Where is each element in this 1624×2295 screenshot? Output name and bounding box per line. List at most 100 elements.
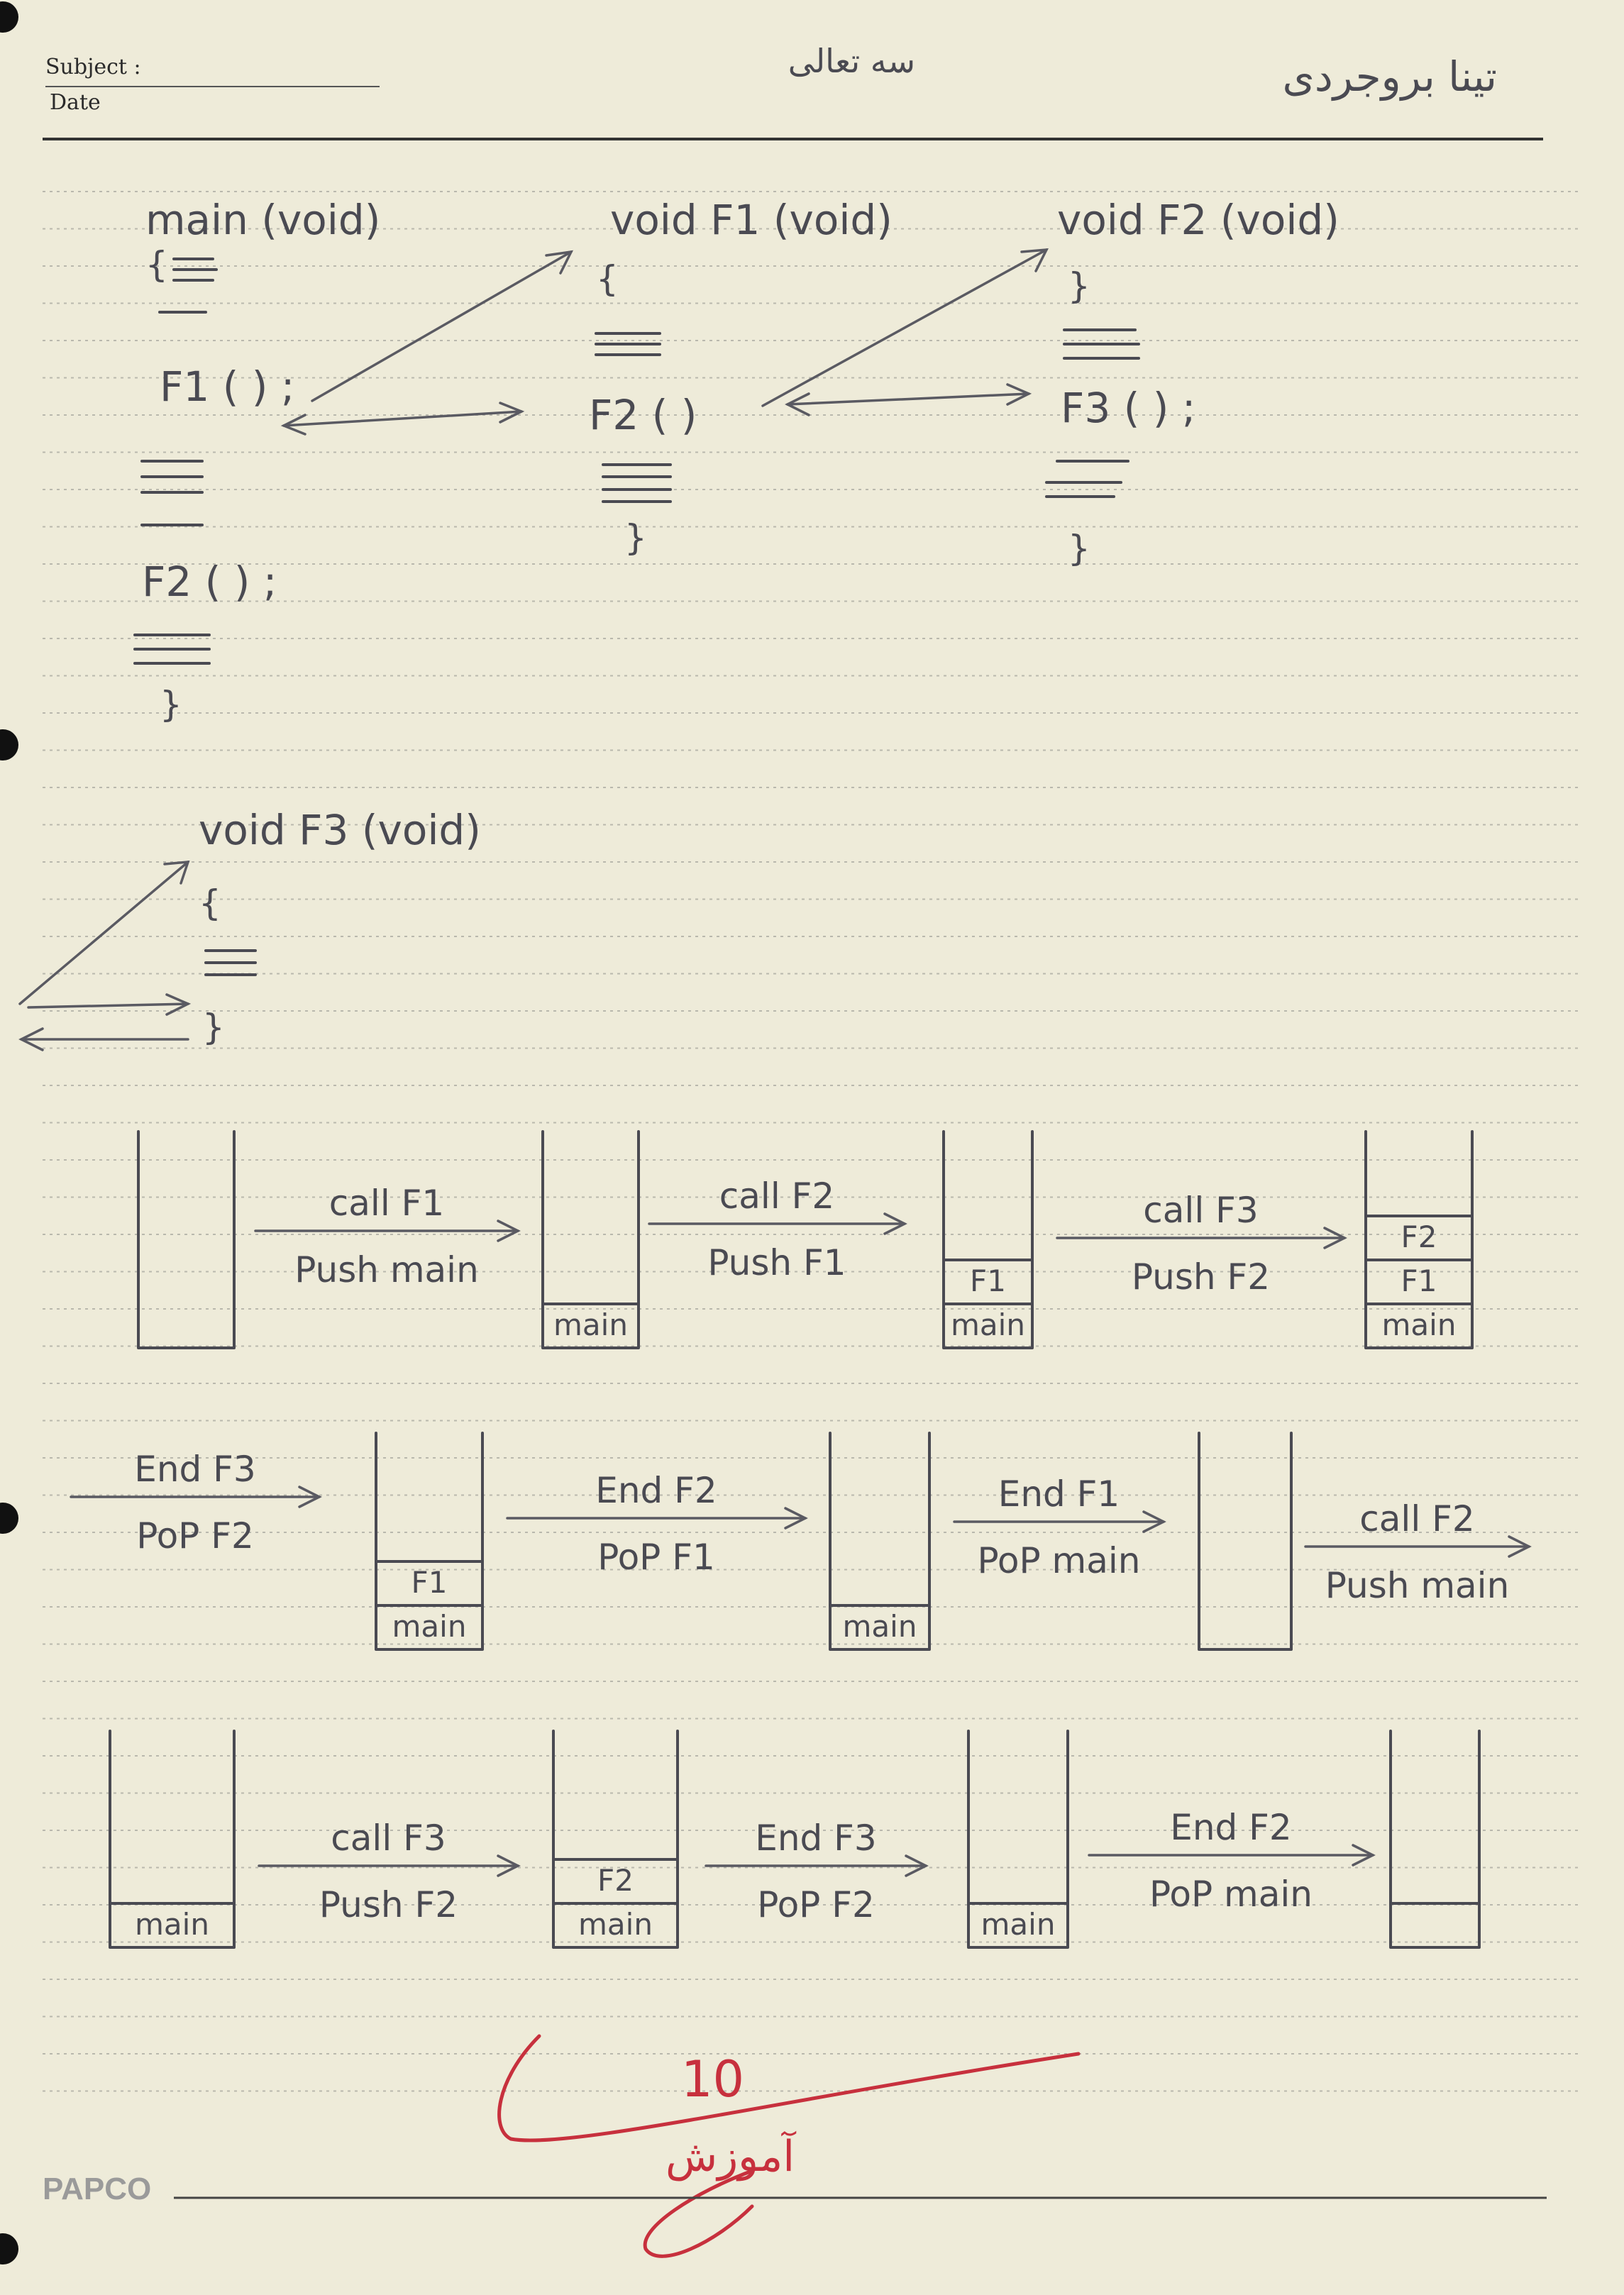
stack-container: F1 main bbox=[942, 1130, 1034, 1349]
step-arrowhead bbox=[497, 1220, 521, 1242]
return-arrow-f1-to-main bbox=[280, 402, 525, 436]
main-body-lines-3 bbox=[133, 634, 211, 665]
f2-signature: void F2 (void) bbox=[1057, 196, 1339, 244]
grade-stroke bbox=[497, 2034, 1081, 2142]
date-label: Date bbox=[50, 90, 101, 115]
stack-frame-label: F1 bbox=[411, 1565, 448, 1600]
call-arrow-f2-to-f3 bbox=[18, 861, 190, 1005]
stack-outline bbox=[942, 1130, 1034, 1349]
code-sketch: main (void) { F1 ( ) ; F2 ( ) ; } void F… bbox=[18, 196, 1339, 1051]
stack-container: main bbox=[109, 1730, 236, 1949]
stack-frame-label: main bbox=[392, 1609, 467, 1644]
binder-holes bbox=[0, 1, 18, 2264]
signature-stroke bbox=[643, 2169, 754, 2258]
stack-frame-label: main bbox=[981, 1907, 1056, 1942]
stack-outline bbox=[1364, 1130, 1474, 1349]
step-action-label: End F3 bbox=[755, 1818, 876, 1859]
grading-mark: 10 آموزش bbox=[497, 2034, 1081, 2258]
main-body-lines-2 bbox=[140, 460, 204, 526]
step-arrowhead bbox=[1508, 1535, 1532, 1558]
f1-signature: void F1 (void) bbox=[610, 196, 893, 244]
student-name: تینا بروجردی bbox=[1283, 52, 1498, 101]
stack-outline bbox=[137, 1130, 236, 1349]
stack-outline bbox=[552, 1730, 679, 1949]
score-value: 10 bbox=[681, 2050, 744, 2108]
ruled-lines bbox=[43, 191, 1582, 2092]
step-arrowhead bbox=[497, 1854, 521, 1877]
f2-body-lines-2 bbox=[1045, 460, 1129, 498]
signature-text: آموزش bbox=[665, 2130, 796, 2181]
stack-container: main bbox=[541, 1130, 640, 1349]
step-arrowhead bbox=[1142, 1510, 1166, 1533]
stack-outline bbox=[541, 1130, 640, 1349]
stack-frame-label: main bbox=[951, 1307, 1025, 1342]
step-stack-operation: Push main bbox=[294, 1249, 479, 1290]
stack-step: End F3 PoP F2 bbox=[70, 1449, 322, 1556]
f1-open-brace: { bbox=[596, 258, 619, 299]
step-action-label: End F1 bbox=[998, 1473, 1120, 1515]
stack-step: call F3 Push F2 bbox=[1056, 1190, 1347, 1298]
stack-frame-label: F1 bbox=[1401, 1263, 1437, 1298]
stack-frame-label: F2 bbox=[1401, 1220, 1437, 1254]
f2-open-brace: } bbox=[1068, 265, 1090, 306]
step-arrowhead bbox=[905, 1854, 929, 1877]
stack-frame-label: main bbox=[578, 1907, 653, 1942]
stack-container: F2 main bbox=[552, 1730, 679, 1949]
step-arrowhead bbox=[784, 1507, 808, 1530]
f1-call-f2: F2 ( ) bbox=[589, 391, 697, 439]
step-action-label: End F2 bbox=[595, 1470, 717, 1511]
step-arrowhead bbox=[1323, 1227, 1347, 1249]
main-call-f1: F1 ( ) ; bbox=[160, 363, 294, 411]
step-stack-operation: Push F2 bbox=[1132, 1256, 1270, 1298]
f1-body-lines-2 bbox=[602, 463, 672, 503]
f1-close-brace: } bbox=[624, 517, 647, 558]
stack-container: main bbox=[967, 1730, 1069, 1949]
f3-open-brace: { bbox=[199, 883, 221, 924]
step-stack-operation: PoP F1 bbox=[597, 1537, 715, 1578]
f3-signature: void F3 (void) bbox=[199, 806, 481, 854]
f2-close-brace: } bbox=[1068, 528, 1090, 569]
stack-step: End F1 PoP main bbox=[953, 1473, 1166, 1581]
step-arrowhead bbox=[1352, 1844, 1376, 1867]
stack-container bbox=[1198, 1432, 1293, 1651]
step-action-label: call F3 bbox=[1143, 1190, 1258, 1231]
stack-step: call F1 Push main bbox=[254, 1183, 521, 1290]
header-center-note: سه تعالی bbox=[788, 42, 915, 80]
step-action-label: call F1 bbox=[329, 1183, 444, 1224]
stack-frame-label: main bbox=[1382, 1307, 1457, 1342]
step-stack-operation: PoP main bbox=[978, 1540, 1141, 1581]
stack-container bbox=[1389, 1730, 1481, 1949]
main-open-brace: { bbox=[145, 244, 168, 285]
return-arrow-f2-to-f1 bbox=[785, 383, 1032, 416]
stack-outline bbox=[967, 1730, 1069, 1949]
stack-frame-label: F1 bbox=[970, 1263, 1006, 1298]
step-arrowhead bbox=[298, 1486, 322, 1508]
step-stack-operation: PoP F2 bbox=[136, 1515, 254, 1556]
step-action-label: End F2 bbox=[1170, 1807, 1291, 1848]
stack-frame-label: main bbox=[135, 1907, 209, 1942]
stack-container: F1 main bbox=[375, 1432, 484, 1651]
main-body-lines-1 bbox=[158, 258, 218, 314]
stack-outline bbox=[829, 1432, 931, 1651]
f3-body-lines bbox=[204, 949, 257, 976]
f2-call-f3: F3 ( ) ; bbox=[1061, 384, 1195, 432]
f2-body-lines-1 bbox=[1063, 328, 1140, 360]
stack-frame-label: F2 bbox=[597, 1863, 634, 1898]
return-arrow-f3-to-f2 bbox=[18, 993, 192, 1051]
step-action-label: call F2 bbox=[1359, 1498, 1474, 1539]
stack-outline bbox=[375, 1432, 484, 1651]
stack-step: End F2 PoP F1 bbox=[506, 1470, 808, 1578]
main-call-f2: F2 ( ) ; bbox=[142, 558, 277, 606]
stack-container bbox=[137, 1130, 236, 1349]
brand-logo: PAPCO bbox=[43, 2172, 151, 2206]
step-action-label: End F3 bbox=[134, 1449, 255, 1490]
stack-container: main bbox=[829, 1432, 931, 1651]
subject-label: Subject : bbox=[45, 55, 141, 79]
step-action-label: call F3 bbox=[331, 1818, 446, 1859]
